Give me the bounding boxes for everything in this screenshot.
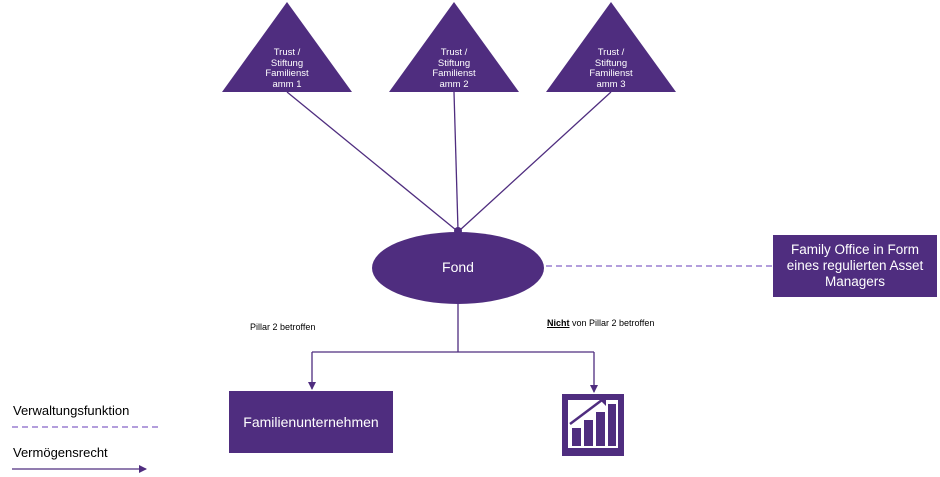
trust-triangle-3: [546, 2, 676, 92]
connector-trust2-fond: [453, 91, 459, 231]
trust-triangle-2: [389, 2, 519, 92]
fond-label: Fond: [442, 259, 474, 275]
pillar-not-affected-label: Nicht von Pillar 2 betroffen: [547, 318, 654, 328]
connector-trust3-fond: [459, 91, 612, 231]
pillar-affected-label: Pillar 2 betroffen: [250, 322, 316, 332]
trust-label-1: Trust / Stiftung Familienst amm 1: [265, 47, 309, 90]
family-office-line-1: Family Office in Form: [790, 242, 920, 257]
family-office-box: Family Office in Form eines regulierten …: [773, 235, 937, 297]
family-office-line-2: eines regulierten Asset: [786, 258, 924, 273]
legend-admin-label: Verwaltungsfunktion: [13, 403, 130, 418]
trust-triangle-1: [222, 2, 352, 92]
fond-ellipse: [372, 232, 544, 304]
trust-label-2: Trust / Stiftung Familienst amm 2: [432, 47, 476, 90]
pillar-not-bold: Nicht: [547, 318, 570, 328]
connector-trust1-fond: [286, 91, 457, 231]
legend-asset-label: Vermögensrecht: [13, 445, 108, 460]
bar-chart-growth-icon: [562, 394, 624, 456]
familienunternehmen-box: Familienunternehmen: [229, 391, 393, 453]
familienunternehmen-label: Familienunternehmen: [243, 414, 379, 430]
trust-label-3: Trust / Stiftung Familienst amm 3: [589, 47, 633, 90]
family-office-line-3: Managers: [824, 274, 886, 289]
pillar-not-rest: von Pillar 2 betroffen: [569, 318, 655, 328]
